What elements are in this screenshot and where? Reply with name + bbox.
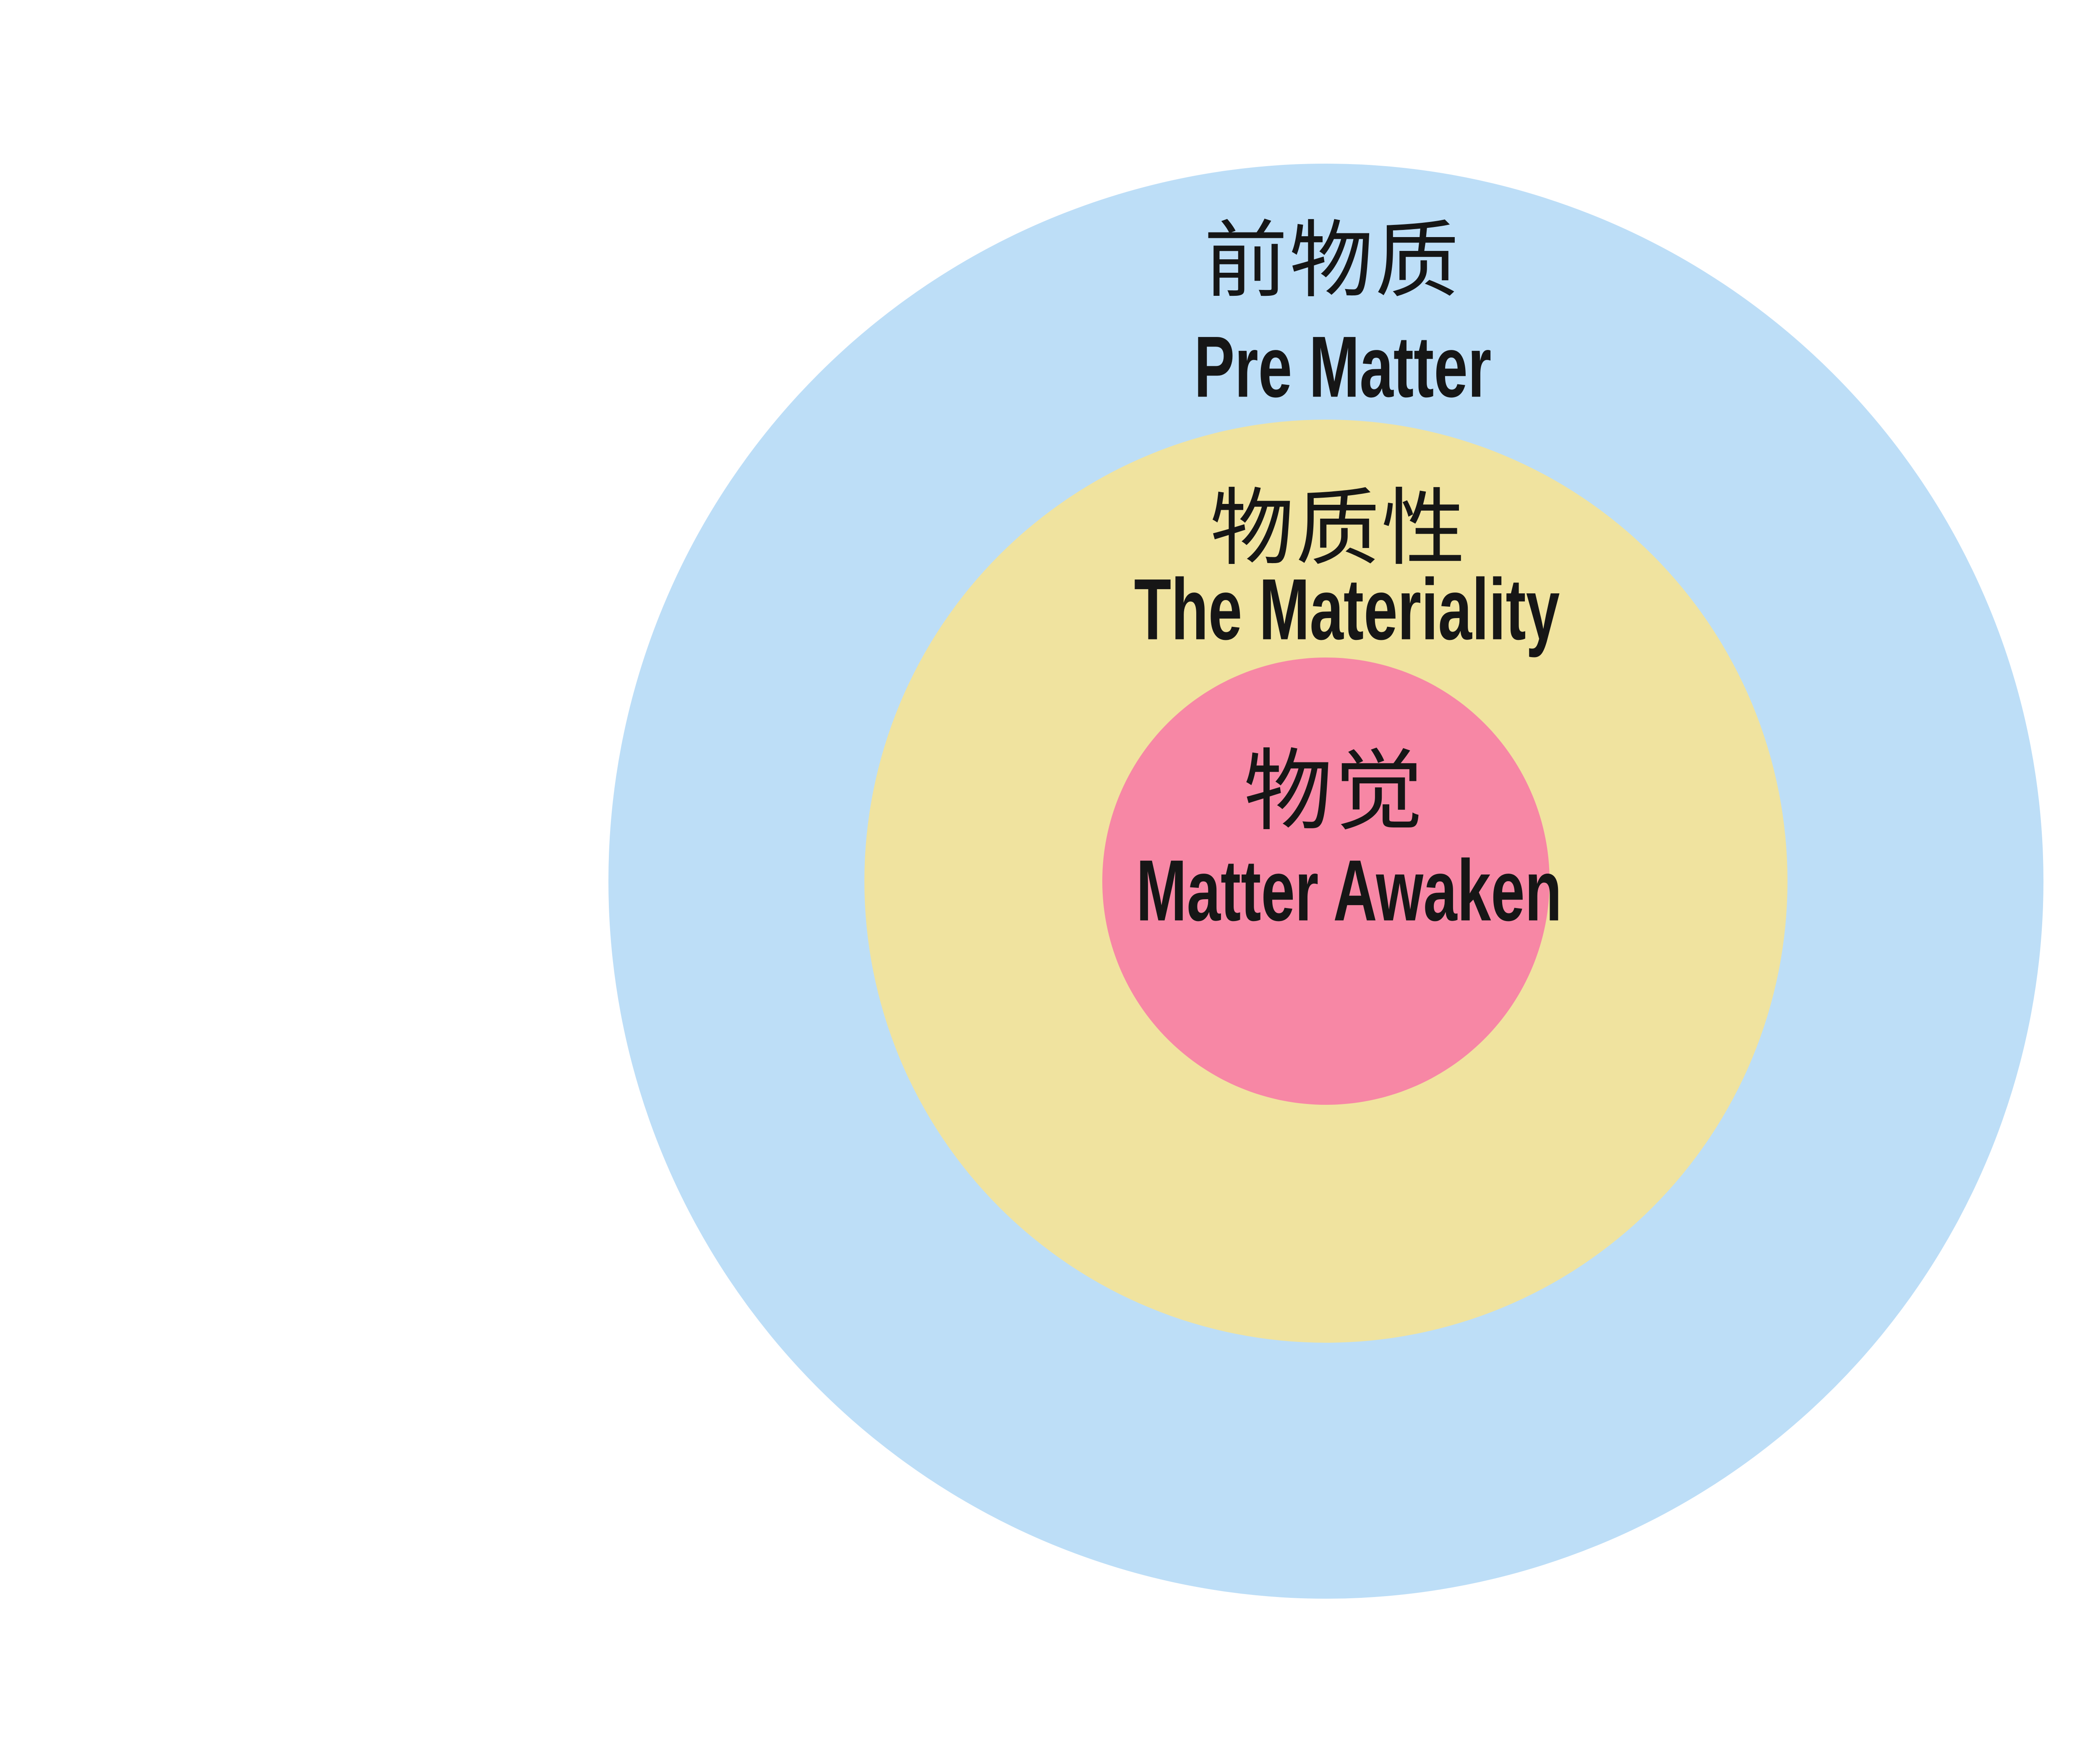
circle-matter-awaken <box>1102 658 1550 1105</box>
pre-matter-label-en: Pre Matter <box>1194 318 1492 415</box>
the-materiality-label-zh: 物质性 <box>1210 482 1467 575</box>
matter-awaken-label-zh: 物觉 <box>1244 741 1425 841</box>
matter-awaken-label-en: Matter Awaken <box>1136 842 1562 939</box>
pre-matter-label-zh: 前物质 <box>1203 214 1461 308</box>
the-materiality-label-en: The Materiality <box>1134 561 1560 658</box>
